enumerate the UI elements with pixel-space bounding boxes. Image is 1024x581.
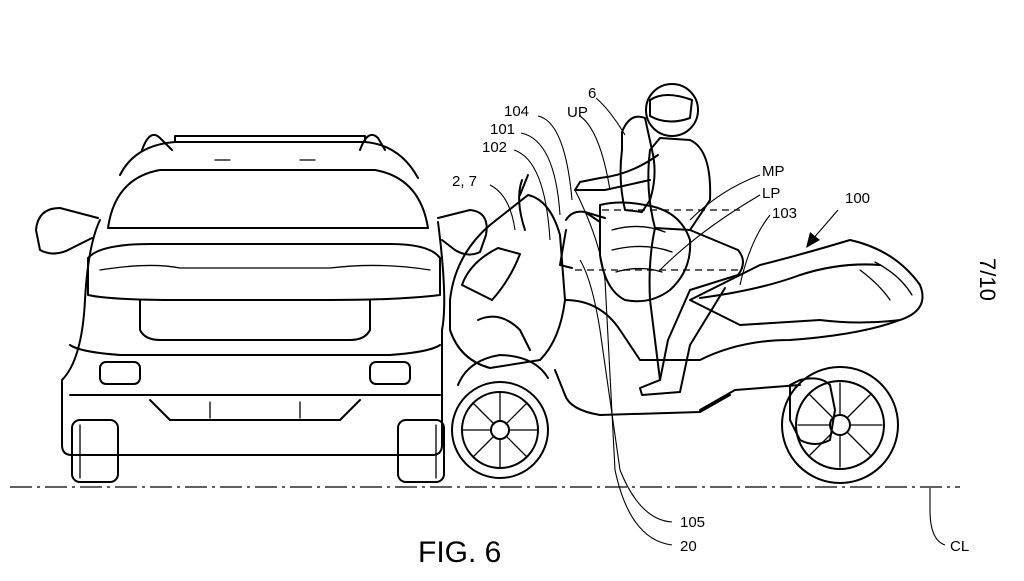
label-up: UP xyxy=(567,104,588,121)
figure-caption: FIG. 6 xyxy=(418,536,501,569)
airbag xyxy=(599,115,692,303)
arrow-100-head xyxy=(806,232,820,248)
car-rear-window xyxy=(107,169,429,229)
label-101: 101 xyxy=(490,121,515,138)
leader-lines xyxy=(489,97,946,546)
label-20: 20 xyxy=(680,538,697,555)
three-wheel-scooter xyxy=(449,174,924,484)
car-wheel-left xyxy=(71,419,119,483)
car-mirror-right xyxy=(437,209,488,256)
rider xyxy=(574,83,744,396)
scooter-front-suspension xyxy=(477,315,531,351)
scooter-rear-spokes xyxy=(797,382,883,468)
leader-mp xyxy=(689,174,761,221)
label-cl: CL xyxy=(950,538,969,555)
leader-104 xyxy=(537,115,573,201)
scooter-front-wheel xyxy=(451,381,549,479)
car-diffuser xyxy=(149,399,361,421)
label-lp: LP xyxy=(762,185,780,202)
label-105: 105 xyxy=(680,514,705,531)
car-bumper-top xyxy=(69,344,441,356)
scooter-rear-rim xyxy=(795,380,885,470)
car-mirror-left xyxy=(35,207,99,255)
leader-lp xyxy=(659,194,761,271)
rider-torso xyxy=(647,137,712,231)
leader-20 xyxy=(574,189,673,546)
car-roof-rail-left xyxy=(141,134,173,151)
scooter-front-cowl xyxy=(449,194,566,369)
rider-leg xyxy=(639,229,744,396)
car-spoiler xyxy=(174,135,366,143)
leader-cl xyxy=(929,488,946,546)
airbag-upper-portion xyxy=(619,115,656,213)
label-104: 104 xyxy=(504,103,529,120)
car-body xyxy=(61,219,446,456)
scooter-windshield xyxy=(518,174,529,231)
car-rear-view xyxy=(35,134,488,483)
leader-103 xyxy=(739,214,771,286)
label-2-7: 2, 7 xyxy=(452,173,477,190)
label-102: 102 xyxy=(482,139,507,156)
scooter-front-rim xyxy=(461,391,539,469)
car-wheel-right xyxy=(397,419,445,483)
scooter-headlight xyxy=(461,247,521,301)
scooter-floorboard xyxy=(554,369,731,416)
car-diffuser-ribs xyxy=(209,401,301,419)
label-103: 103 xyxy=(772,205,797,222)
car-taillight-band xyxy=(87,243,441,301)
leader-101 xyxy=(520,132,561,216)
scooter-grip xyxy=(584,211,606,219)
scooter-tail-detail xyxy=(859,261,913,301)
scooter-front-fender xyxy=(457,354,549,386)
label-6: 6 xyxy=(588,85,596,102)
label-100: 100 xyxy=(845,190,870,207)
scooter-steering-column xyxy=(559,229,573,269)
rider-helmet xyxy=(645,83,699,137)
leader-2-7 xyxy=(489,184,516,231)
arrow-100 xyxy=(811,209,839,241)
car-wheel-detail xyxy=(79,424,437,479)
scooter-muffler xyxy=(789,377,836,445)
leader-6 xyxy=(595,97,626,136)
leader-102 xyxy=(513,149,551,241)
scooter-side-body xyxy=(564,299,901,361)
car-roof-rail-right xyxy=(359,134,386,151)
car-trunk-lid xyxy=(139,299,371,341)
scooter-seat xyxy=(699,263,881,299)
car-roof xyxy=(119,141,419,179)
scooter-handlebar xyxy=(565,210,601,223)
rider-arm xyxy=(574,154,659,191)
scooter-rear-wheel xyxy=(781,366,899,484)
car-reflector-left xyxy=(99,361,141,385)
rider-visor xyxy=(649,94,693,123)
airbag-folds xyxy=(611,225,673,273)
airbag-middle-portion xyxy=(599,201,692,303)
label-mp: MP xyxy=(762,163,785,180)
scooter-rear-bodywork xyxy=(689,239,924,326)
scooter-front-spokes xyxy=(462,392,538,468)
rider-leg-front xyxy=(648,227,661,381)
car-reflector-right xyxy=(369,361,411,385)
scooter-swingarm xyxy=(699,384,801,411)
leader-105 xyxy=(579,259,673,523)
car-taillight-detail xyxy=(99,264,431,271)
leader-up xyxy=(579,115,611,191)
sheet-number: 7/10 xyxy=(975,258,1000,301)
